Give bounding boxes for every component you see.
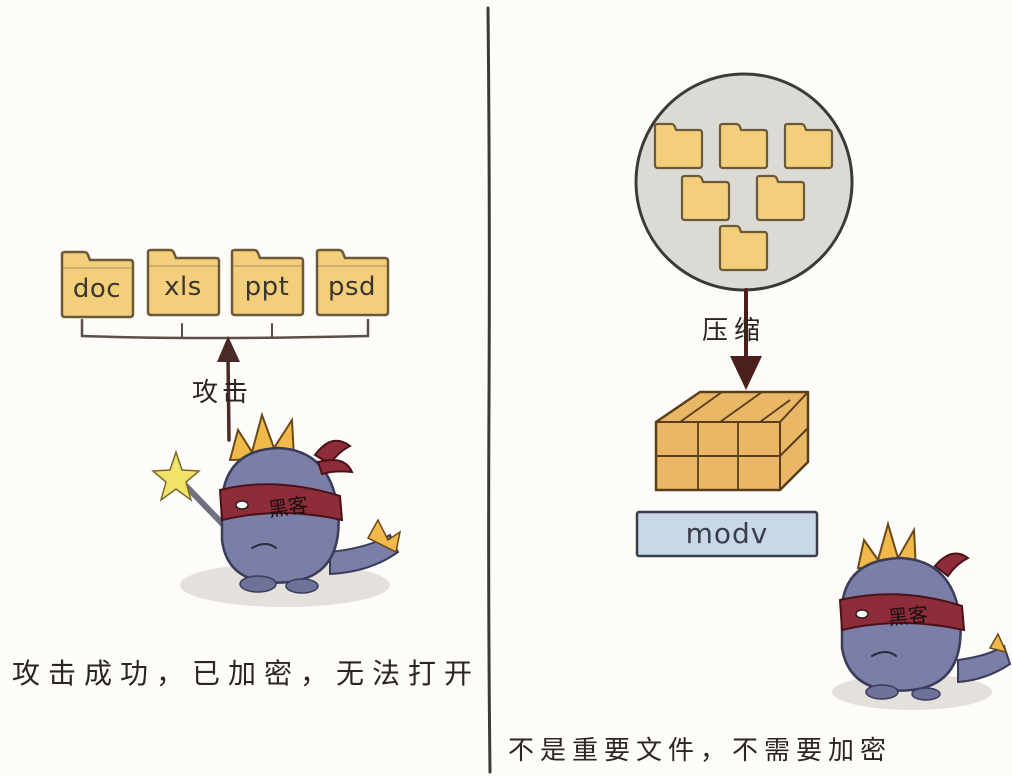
- left-caption: 攻击成功，已加密，无法打开: [12, 657, 481, 690]
- attack-arrow-icon: [217, 336, 240, 442]
- folder-label-psd: psd: [327, 272, 377, 302]
- archive-label-box: [635, 510, 819, 558]
- star-icon: [151, 449, 201, 502]
- compress-arrow-icon: [730, 288, 762, 390]
- archive-box-icon: [654, 390, 810, 492]
- folder-label-xls: xls: [164, 272, 202, 302]
- right-caption: 不是重要文件，不需要加密: [508, 736, 893, 766]
- compress-label: 压缩: [702, 316, 767, 346]
- attack-label: 攻击: [192, 378, 253, 408]
- archive-name-label: modv: [685, 517, 769, 550]
- folder-label-ppt: ppt: [244, 272, 290, 302]
- folder-label-doc: doc: [72, 274, 122, 304]
- right-hacker-headband-text: 黑客: [887, 601, 930, 631]
